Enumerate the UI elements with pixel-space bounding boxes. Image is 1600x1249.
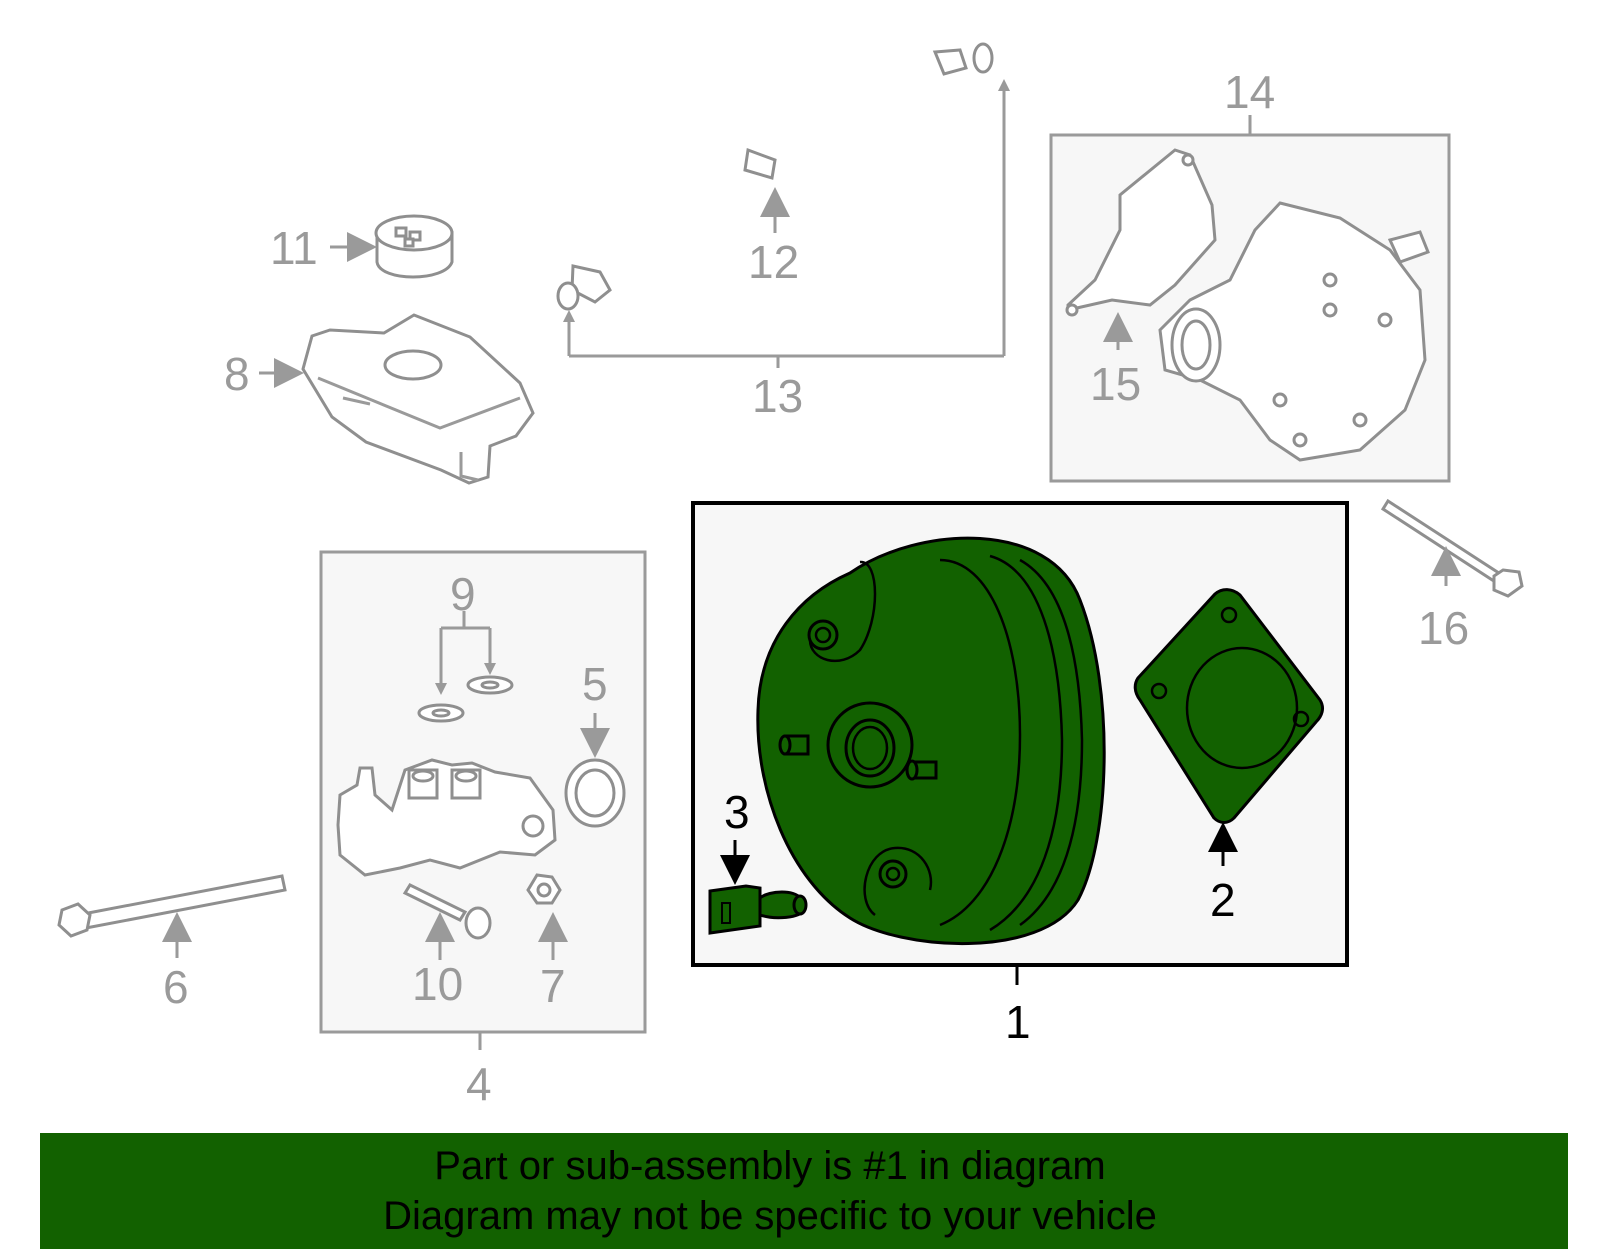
callout-8: 8 — [224, 348, 250, 400]
callout-bracket-9 — [439, 611, 492, 688]
callout-9: 9 — [450, 568, 476, 620]
callout-12: 12 — [748, 236, 799, 288]
vacuum-pump-part — [1158, 201, 1430, 462]
pump-gasket-part — [1065, 148, 1217, 317]
callout-11: 11 — [270, 222, 318, 274]
seal-part-5 — [564, 758, 626, 828]
vacuum-hose-part — [556, 42, 994, 311]
fluid-reservoir-part — [301, 313, 535, 485]
callout-6: 6 — [163, 961, 189, 1013]
seal-rings-part — [417, 675, 514, 723]
callout-5: 5 — [582, 658, 608, 710]
callout-7: 7 — [540, 960, 566, 1012]
brake-booster-part — [756, 536, 1106, 946]
callout-1: 1 — [1005, 996, 1031, 1048]
callout-16: 16 — [1418, 602, 1469, 654]
nut-part-7 — [526, 873, 562, 905]
banner-line-1: Part or sub-assembly is #1 in diagram — [434, 1144, 1106, 1188]
banner-line-2: Diagram may not be specific to your vehi… — [383, 1194, 1157, 1238]
callout-10: 10 — [412, 958, 463, 1010]
bolt-part-6 — [57, 874, 287, 938]
callout-2: 2 — [1210, 874, 1236, 926]
master-cylinder-part — [336, 758, 557, 877]
info-banner: Part or sub-assembly is #1 in diagram Di… — [40, 1133, 1568, 1249]
vacuum-sensor-part — [708, 884, 808, 935]
callout-3: 3 — [724, 786, 750, 838]
pump-bolt-part — [1380, 498, 1524, 598]
reservoir-cap-part — [374, 214, 454, 279]
callout-4: 4 — [466, 1058, 492, 1110]
callout-14: 14 — [1224, 66, 1275, 118]
bolt-part-10 — [402, 883, 492, 940]
callout-15: 15 — [1090, 358, 1141, 410]
callout-13: 13 — [752, 370, 803, 422]
callout-bracket-13 — [567, 84, 1006, 368]
booster-gasket-part — [1133, 588, 1325, 824]
